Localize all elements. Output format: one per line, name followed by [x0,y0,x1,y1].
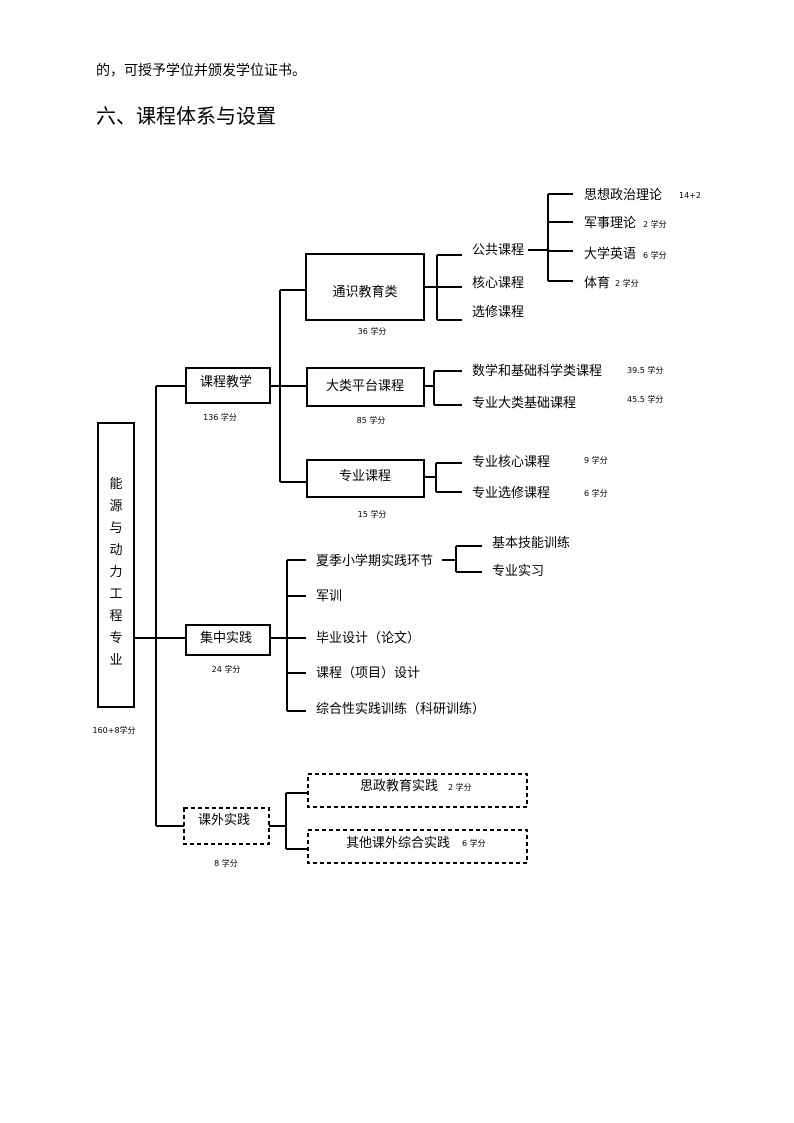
summer-item: 基本技能训练 [492,536,570,551]
major-items: 专业核心课程 9 学分 专业选修课程 6 学分 [472,455,608,501]
general-edu-node: 通识教育类 36 学分 [305,253,425,336]
major-credits: 15 学分 [358,509,387,519]
summer-item: 专业实习 [492,564,544,579]
practice-item: 毕业设计（论文） [316,631,420,646]
practice-box [185,624,271,656]
public-item-credits: 2 学分 [615,278,639,288]
extracurricular-box [183,807,270,845]
platform-item-credits: 39.5 学分 [627,365,663,375]
practice-item: 军训 [316,589,342,604]
root-label-char: 业 [109,653,122,668]
practice-node: 集中实践 24 学分 [185,624,271,674]
public-course-items: 思想政治理论 14+2 军事理论 2 学分 大学英语 6 学分 体育 2 学分 [584,187,701,291]
public-item-credits: 2 学分 [643,219,667,229]
major-item-credits: 6 学分 [584,488,608,498]
public-item-credits: 6 学分 [643,250,667,260]
root-label-char: 源 [109,499,122,514]
general-edu-label: 通识教育类 [332,284,397,300]
root-label: 能源与动力工程专业 [109,477,122,668]
teaching-node: 课程教学 136 学分 [185,367,271,422]
root-box [97,422,135,708]
platform-credits: 85 学分 [357,415,386,425]
platform-item-label: 专业大类基础课程 [472,396,576,411]
extracurricular-node: 课外实践 8 学分 [183,807,270,868]
root-node: 能源与动力工程专业 160+8学分 [92,422,136,735]
practice-items: 夏季小学期实践环节 军训 毕业设计（论文） 课程（项目）设计 综合性实践训练（科… [316,536,570,717]
general-item: 公共课程 [472,243,524,258]
general-edu-box [305,253,425,321]
platform-items: 数学和基础科学类课程 39.5 学分 专业大类基础课程 45.5 学分 [472,363,663,411]
major-item-credits: 9 学分 [584,455,608,465]
extracurricular-item-box [307,829,528,864]
extracurricular-label: 课外实践 [198,813,250,828]
public-item-label: 军事理论 [584,216,636,231]
public-item-credits: 14+2 [679,191,701,200]
root-label-char: 工 [109,587,122,602]
general-item: 选修课程 [472,305,524,320]
section-heading: 六、课程体系与设置 [96,104,276,128]
teaching-label: 课程教学 [200,374,252,390]
teaching-credits: 136 学分 [203,412,237,422]
root-label-char: 与 [109,521,122,536]
general-edu-credits: 36 学分 [358,326,387,336]
root-label-char: 力 [109,565,122,580]
public-item-label: 大学英语 [584,246,636,262]
extracurricular-item-credits: 6 学分 [462,838,486,848]
major-label: 专业课程 [339,469,391,484]
extracurricular-credits: 8 学分 [214,858,238,868]
intro-text: 的，可授予学位并颁发学位证书。 [96,63,306,79]
extracurricular-item-box [307,773,528,808]
practice-item: 夏季小学期实践环节 [316,553,433,569]
general-edu-items: 公共课程 核心课程 选修课程 [472,243,524,320]
root-credits: 160+8学分 [92,725,135,735]
extracurricular-item-credits: 2 学分 [448,782,472,792]
platform-node: 大类平台课程 85 学分 [306,367,425,425]
connector-lines [134,193,573,850]
teaching-box [185,367,271,404]
root-label-char: 专 [109,631,122,646]
platform-label: 大类平台课程 [326,379,404,394]
platform-item-credits: 45.5 学分 [627,394,663,404]
major-node: 专业课程 15 学分 [306,459,425,519]
major-box [306,459,425,498]
extracurricular-item-label: 其他课外综合实践 [346,836,450,851]
platform-item-label: 数学和基础科学类课程 [472,363,602,379]
extracurricular-items: 思政教育实践 2 学分 其他课外综合实践 6 学分 [307,773,528,864]
root-label-char: 动 [109,543,122,558]
root-label-char: 程 [109,609,122,624]
practice-label: 集中实践 [200,630,252,646]
public-item-label: 思想政治理论 [584,187,662,203]
general-item: 核心课程 [472,276,524,291]
extracurricular-item-label: 思政教育实践 [360,778,438,794]
major-item-label: 专业选修课程 [472,486,550,501]
practice-item: 课程（项目）设计 [316,666,420,681]
practice-item: 综合性实践训练（科研训练） [316,702,485,717]
major-item-label: 专业核心课程 [472,455,550,470]
root-label-char: 能 [109,477,122,492]
platform-box [306,367,425,407]
practice-credits: 24 学分 [212,664,241,674]
public-item-label: 体育 [584,275,610,291]
